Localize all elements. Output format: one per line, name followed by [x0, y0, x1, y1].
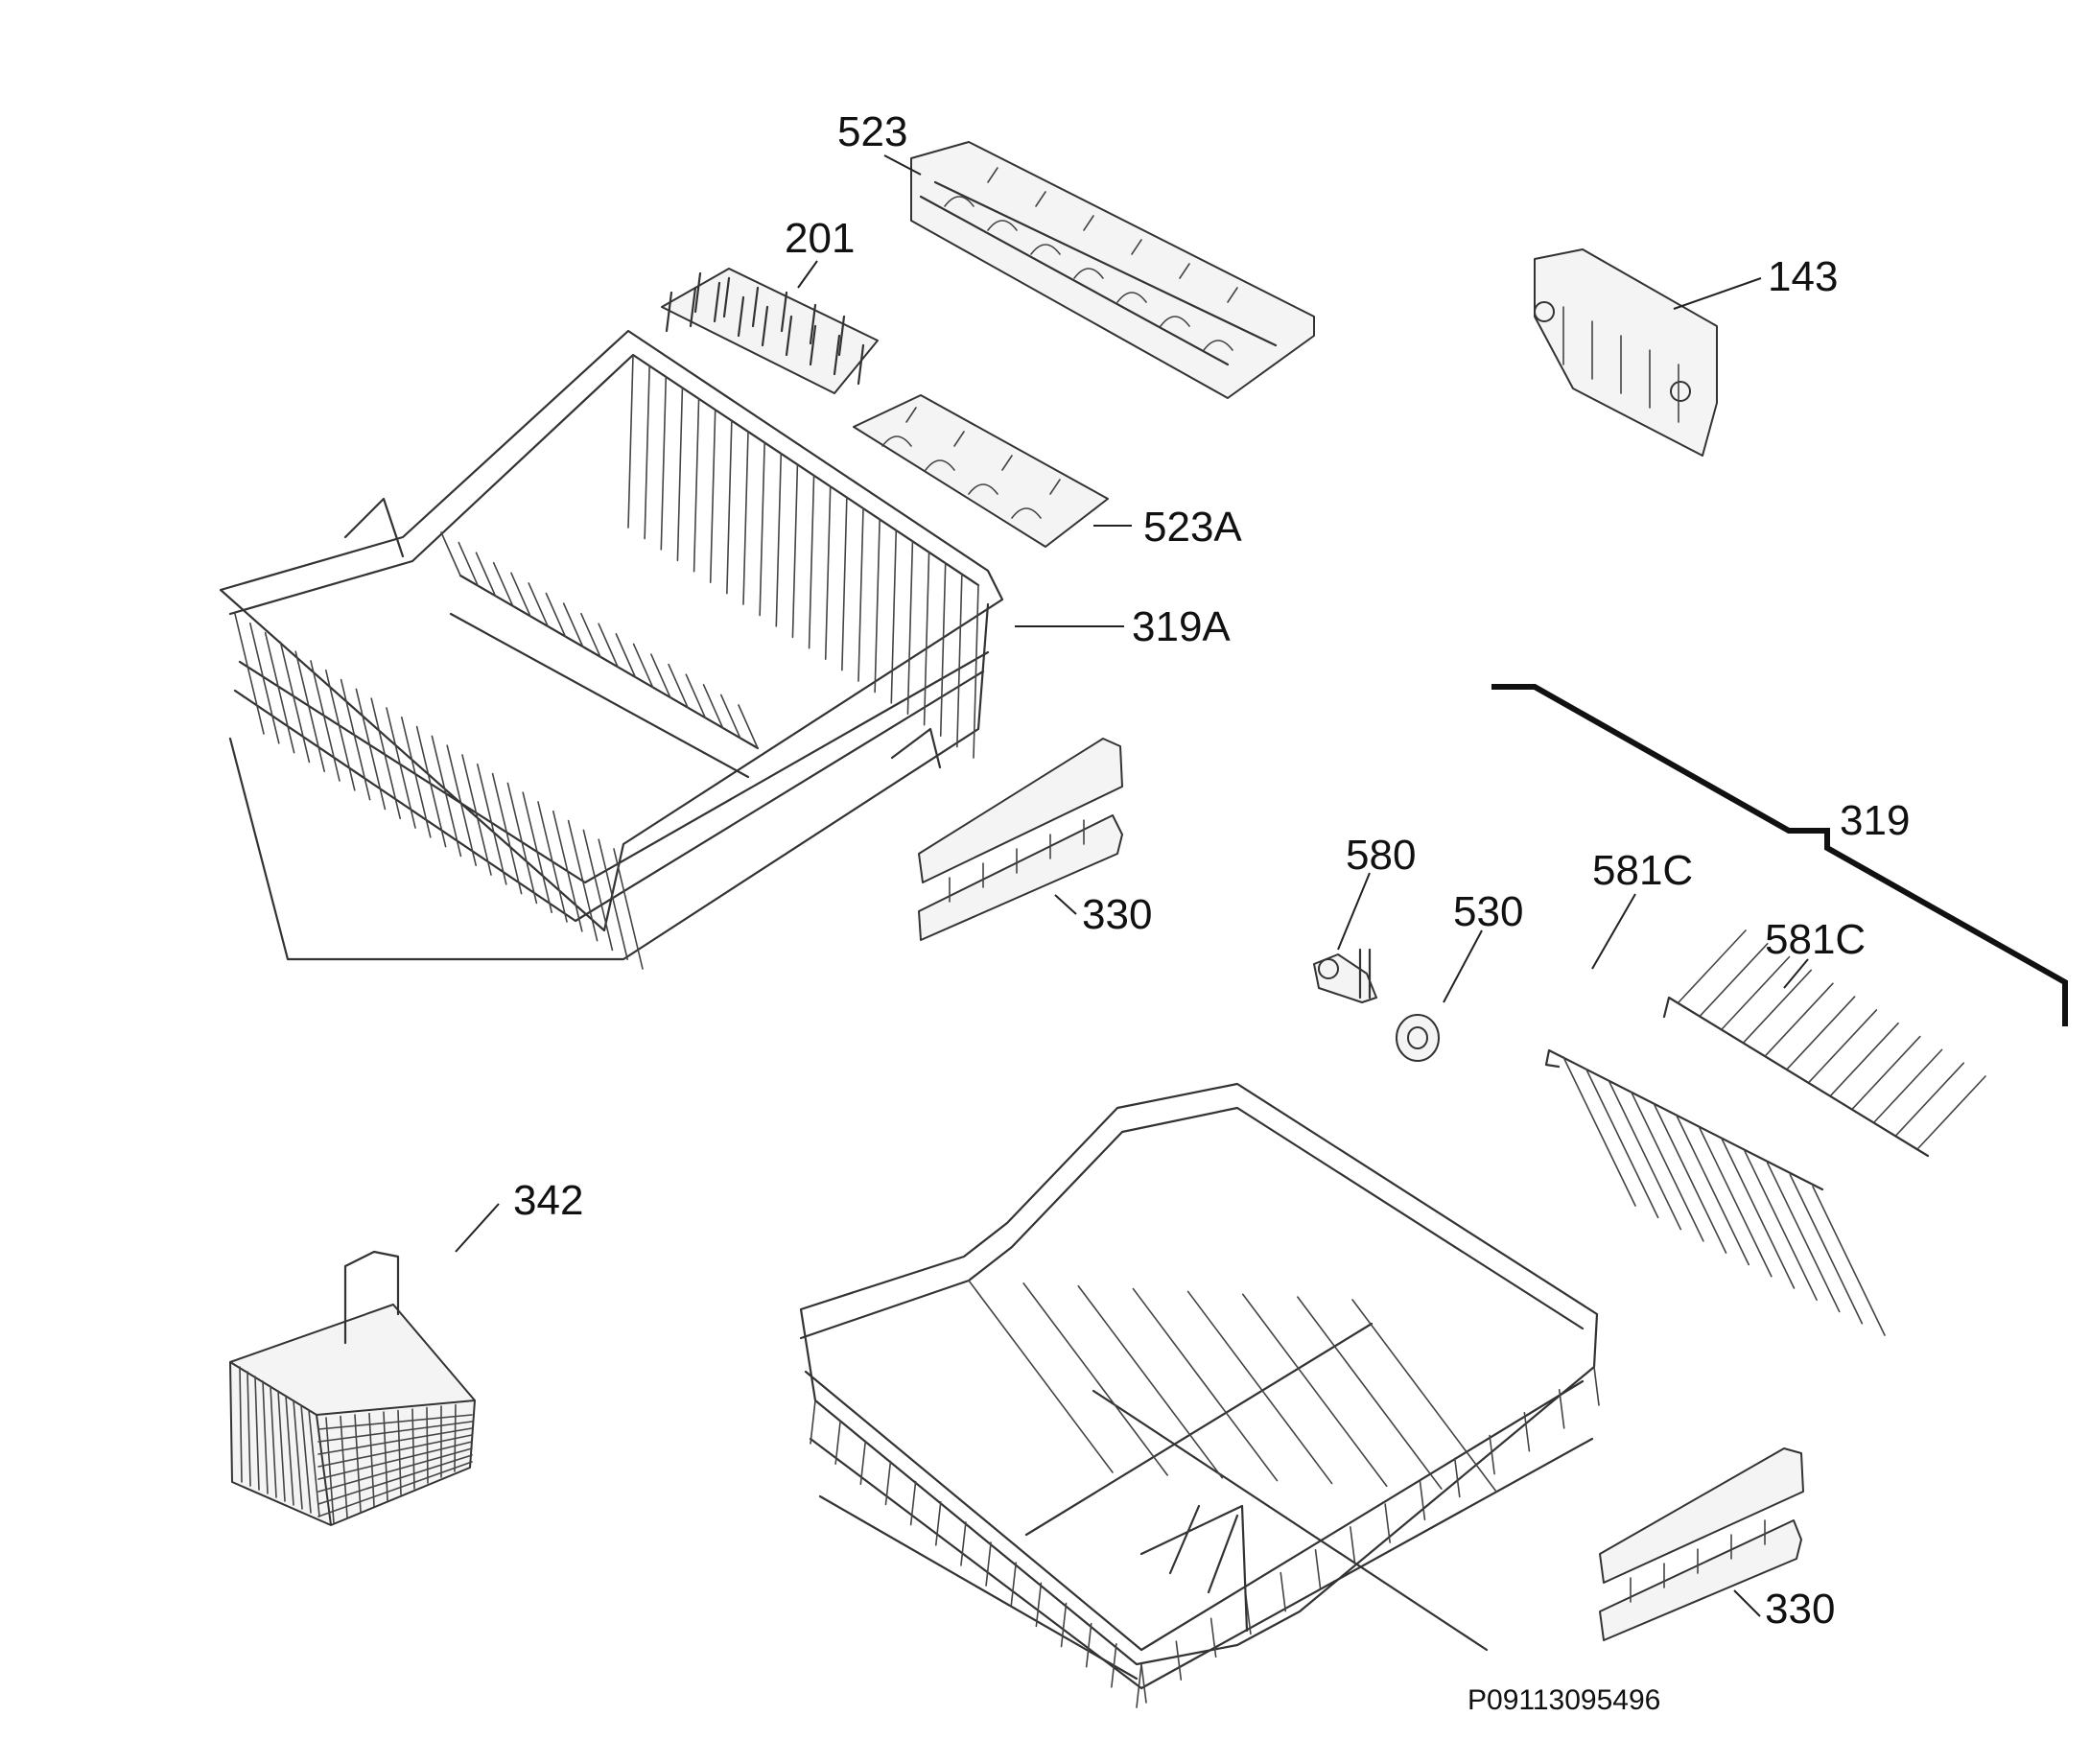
part-319a-upper-basket-drawing	[219, 329, 1004, 970]
callout-330-lower: 330	[1765, 1586, 1835, 1633]
part-330-upper-trim-drawing	[918, 738, 1123, 941]
leader-530	[1443, 929, 1483, 1003]
leader-580	[1337, 872, 1371, 951]
callout-319: 319	[1840, 797, 1910, 844]
callout-319a: 319A	[1132, 603, 1231, 650]
leader-342	[455, 1203, 500, 1253]
callout-143: 143	[1768, 253, 1838, 300]
leader-201	[797, 260, 818, 289]
part-330-lower-trim-drawing	[1599, 1447, 1804, 1641]
diagram-code: P09113095496	[1468, 1684, 1660, 1716]
part-143-adjuster-drawing	[1534, 248, 1718, 457]
leader-330-upper	[1054, 894, 1077, 915]
callout-330-upper: 330	[1082, 891, 1152, 938]
leader-581c-left	[1591, 893, 1636, 970]
leader-523	[883, 154, 922, 176]
leader-143	[1673, 277, 1762, 310]
part-530-wheel-drawing	[1396, 1014, 1440, 1062]
part-201-tines-drawing	[661, 268, 879, 394]
callout-530: 530	[1453, 888, 1523, 935]
callout-523: 523	[837, 108, 907, 155]
lower-basket-drawing	[799, 1082, 1600, 1708]
part-319-rail-drawing	[1491, 684, 2068, 1026]
callout-342: 342	[513, 1177, 583, 1224]
part-342-cutlery-basket-drawing	[229, 1250, 476, 1526]
leader-581c-right	[1783, 958, 1809, 989]
callout-581c-left: 581C	[1592, 847, 1693, 894]
callout-580: 580	[1346, 832, 1416, 879]
callout-523a: 523A	[1143, 504, 1242, 551]
part-523a-rail-drawing	[853, 394, 1109, 548]
leader-330-lower	[1733, 1589, 1761, 1617]
callout-581c-right: 581C	[1765, 916, 1866, 963]
callout-201: 201	[785, 215, 855, 262]
part-580-clip-drawing	[1313, 948, 1377, 1003]
part-581c-left-rack-drawing	[1544, 1048, 1886, 1336]
part-523-rail-drawing	[910, 141, 1315, 399]
part-581c-right-rack-drawing	[1662, 929, 1986, 1158]
